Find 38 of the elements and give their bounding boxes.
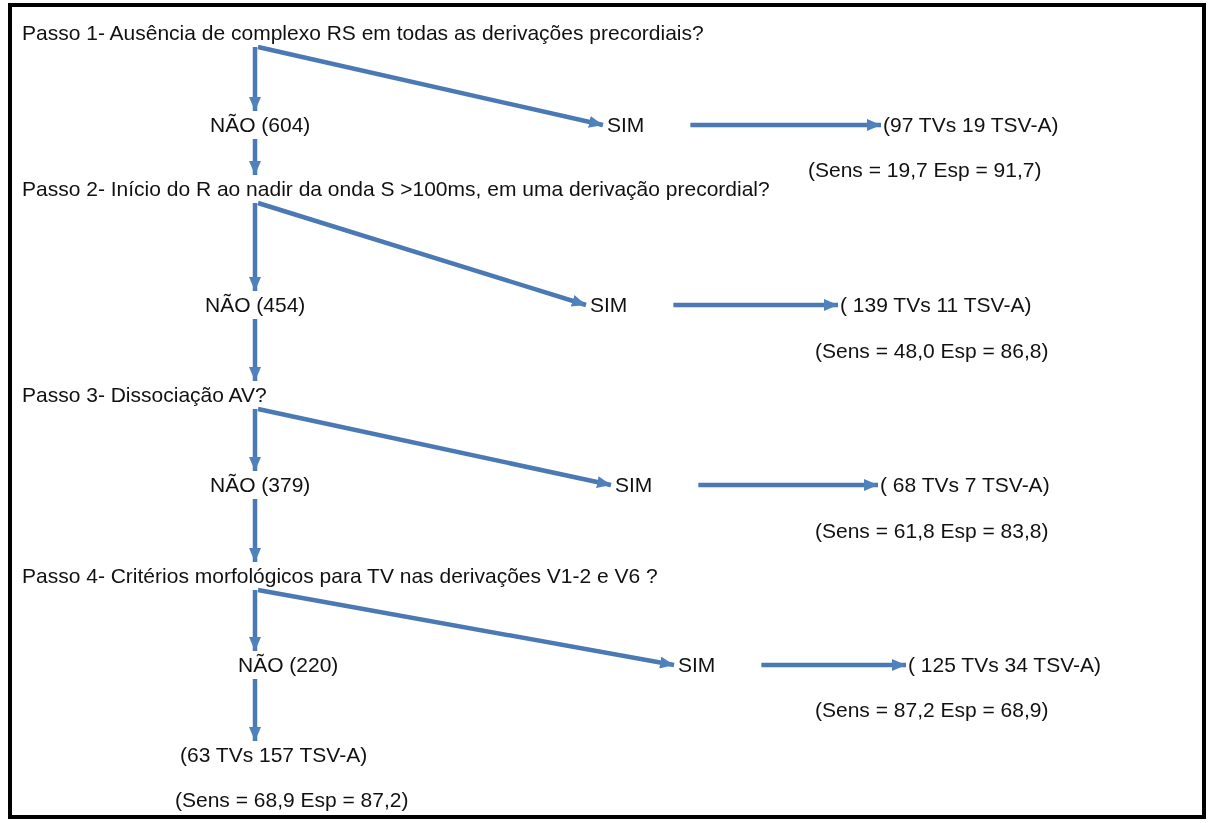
flow-text: (97 TVs 19 TSV-A)	[883, 112, 1059, 138]
arrow	[249, 139, 261, 175]
arrow	[249, 499, 261, 562]
arrow	[249, 590, 261, 651]
arrow	[257, 587, 675, 669]
flow-text: SIM	[590, 292, 628, 318]
stats-note: (Sens = 48,0 Esp = 86,8)	[815, 338, 1049, 364]
stats-note: (Sens = 87,2 Esp = 68,9)	[815, 697, 1049, 723]
arrow	[257, 406, 612, 488]
stats-note: (Sens = 19,7 Esp = 91,7)	[808, 157, 1042, 183]
arrow	[249, 679, 261, 741]
flow-text: SIM	[678, 652, 716, 678]
arrow	[698, 479, 878, 491]
flow-text: NÃO (454)	[205, 292, 306, 318]
flow-text: Passo 4- Critérios morfológicos para TV nas derivações V1-2 e V6 ?	[22, 563, 658, 589]
arrow	[249, 409, 261, 471]
stats-note: (Sens = 68,9 Esp = 87,2)	[175, 787, 409, 813]
flow-text: Passo 3- Dissociação AV?	[22, 382, 267, 408]
flow-text: SIM	[615, 472, 653, 498]
arrow	[257, 44, 604, 128]
arrow	[690, 119, 881, 131]
flow-text: Passo 2- Início do R ao nadir da onda S >100ms, em uma derivação precordial?	[22, 176, 770, 202]
flow-text: ( 68 TVs 7 TSV-A)	[880, 472, 1050, 498]
arrow	[257, 200, 587, 308]
stats-note: (Sens = 61,8 Esp = 83,8)	[815, 518, 1049, 544]
flow-text: NÃO (379)	[210, 472, 311, 498]
flow-text: Passo 1- Ausência de complexo RS em todas as derivações precordiais?	[22, 20, 704, 46]
flow-text: ( 139 TVs 11 TSV-A)	[840, 292, 1032, 318]
arrow	[761, 659, 906, 671]
flow-text: NÃO (604)	[210, 112, 311, 138]
arrow	[249, 203, 261, 291]
flow-text: NÃO (220)	[238, 652, 339, 678]
arrow	[673, 299, 838, 311]
arrow	[249, 47, 261, 111]
arrow	[249, 319, 261, 381]
flow-text: ( 125 TVs 34 TSV-A)	[908, 652, 1101, 678]
flow-text: SIM	[607, 112, 645, 138]
flow-text: (63 TVs 157 TSV-A)	[180, 742, 368, 768]
